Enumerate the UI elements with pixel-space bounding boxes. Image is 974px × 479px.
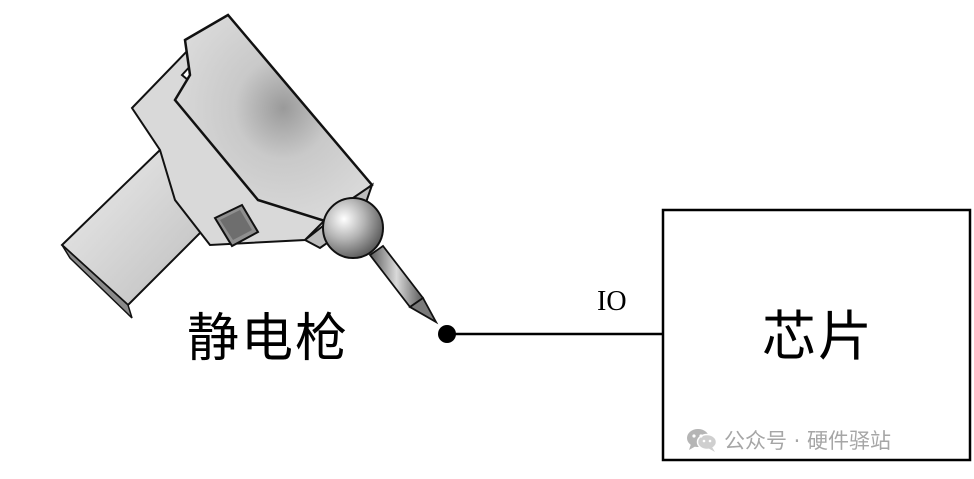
gun-ball — [322, 197, 384, 259]
wechat-icon — [687, 429, 718, 452]
io-label: IO — [597, 286, 627, 317]
watermark: 公众号 · 硬件驿站 — [686, 425, 891, 455]
chip-box — [661, 208, 972, 462]
gun-grip-shade — [61, 244, 133, 319]
chip-label: 芯片 — [762, 305, 874, 368]
esd-gun-icon — [60, 13, 439, 325]
gun-body-face — [173, 13, 374, 224]
gun-tip — [368, 244, 425, 309]
esd-gun-label: 静电枪 — [187, 309, 350, 369]
gun-tip-point — [408, 296, 439, 325]
watermark-text: 公众号 · 硬件驿站 — [724, 429, 892, 453]
